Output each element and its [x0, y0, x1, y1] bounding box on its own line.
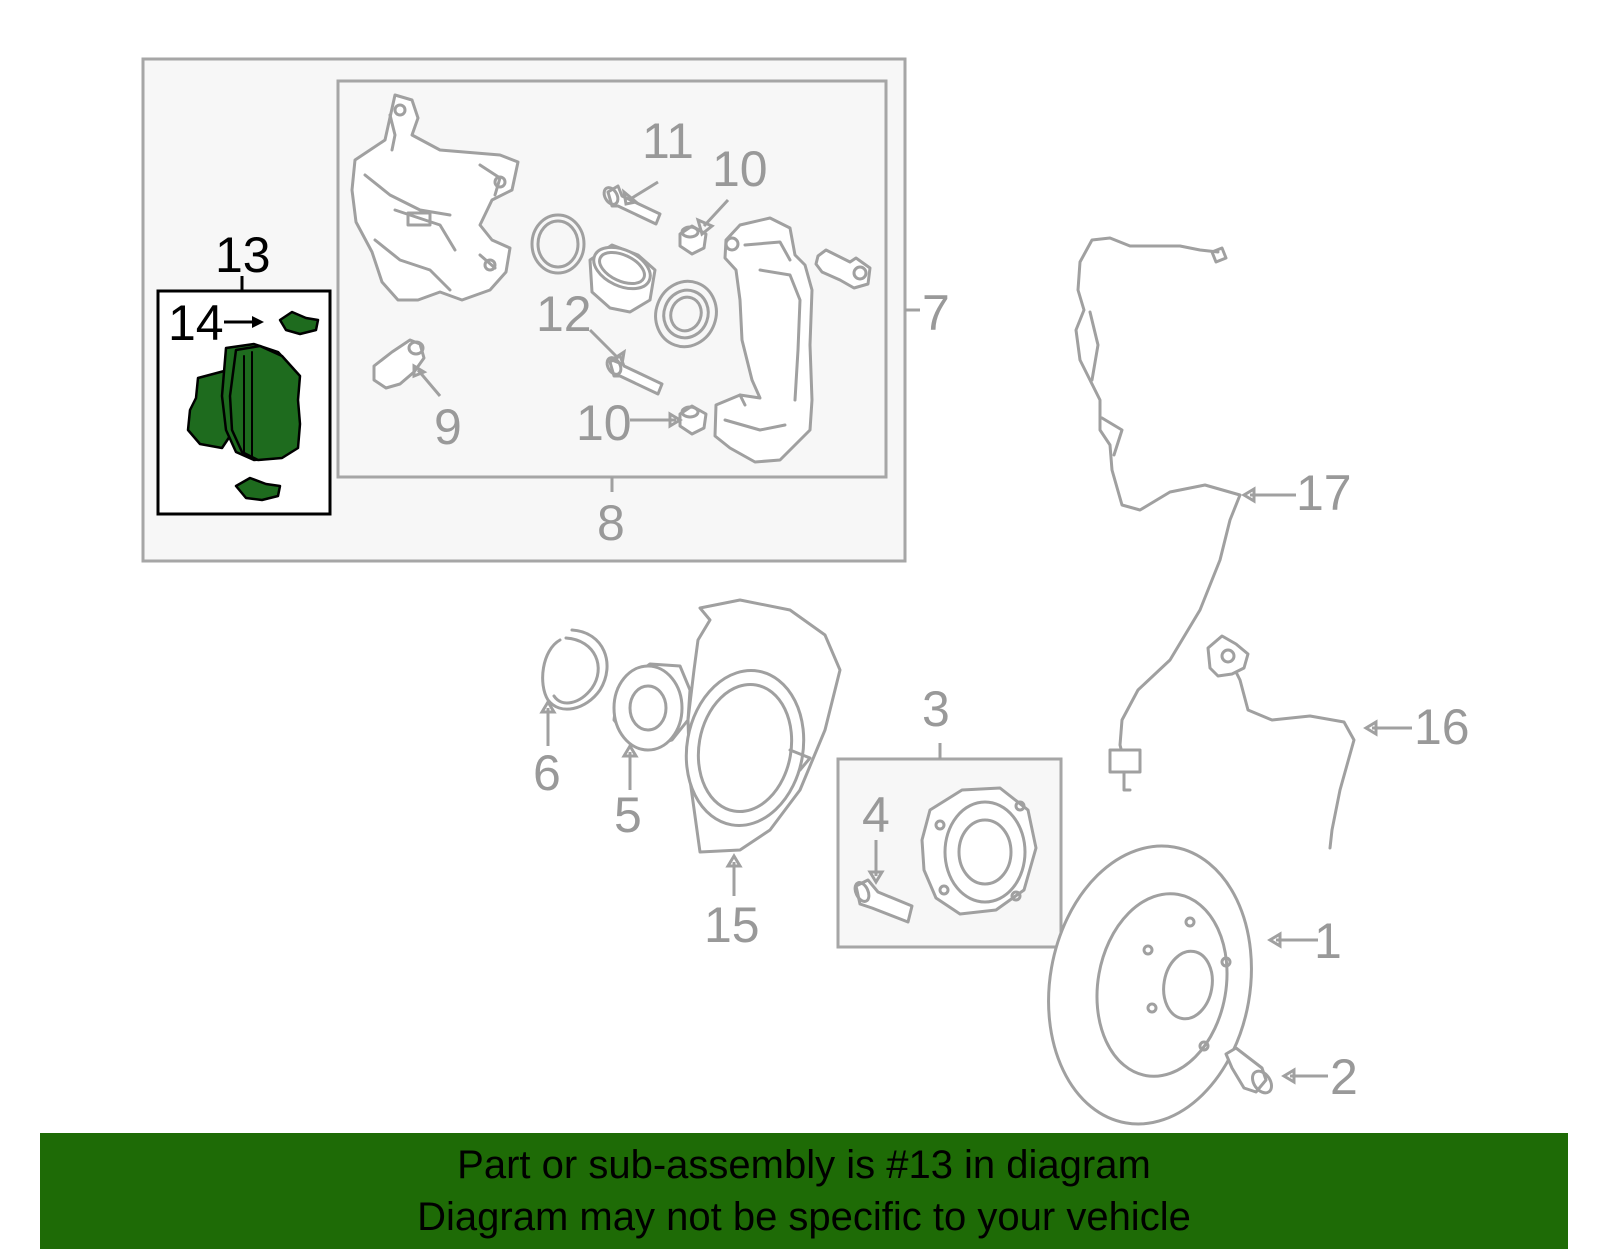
callout-9: 9 [434, 399, 462, 455]
abs-sensor-17[interactable] [1074, 236, 1242, 792]
brake-rotor[interactable] [1027, 830, 1273, 1140]
guide-pin-11[interactable] [601, 184, 662, 226]
callout-15: 15 [704, 897, 760, 953]
callout-1: 1 [1314, 913, 1342, 969]
callout-7: 7 [922, 285, 950, 341]
callout-14: 14 [168, 295, 224, 351]
info-banner: Part or sub-assembly is #13 in diagram D… [40, 1133, 1568, 1249]
caliper-bolt[interactable] [814, 248, 872, 290]
callout-10-upper: 10 [712, 141, 768, 197]
wheel-bearing[interactable] [612, 662, 692, 752]
bushing-lower[interactable] [678, 404, 708, 436]
leader-lines [224, 180, 1412, 1085]
callout-4: 4 [862, 787, 890, 843]
bleeder-cap[interactable] [372, 338, 426, 390]
hub-bolt[interactable] [852, 878, 914, 924]
caliper-bracket[interactable] [350, 93, 520, 302]
dust-shield[interactable] [674, 598, 842, 854]
callout-16: 16 [1414, 699, 1470, 755]
callout-13: 13 [215, 227, 271, 283]
banner-line-1: Part or sub-assembly is #13 in diagram [457, 1143, 1151, 1187]
banner-line-2: Diagram may not be specific to your vehi… [417, 1195, 1191, 1239]
callout-12: 12 [536, 286, 592, 342]
piston-boot[interactable] [647, 273, 726, 356]
caliper-housing[interactable] [713, 216, 814, 464]
brake-hose-16[interactable] [1206, 634, 1356, 850]
callout-3: 3 [922, 681, 950, 737]
callout-10-lower: 10 [576, 395, 632, 451]
brake-pad-set[interactable] [186, 310, 320, 502]
rotor-screw[interactable] [1224, 1046, 1275, 1096]
wheel-hub[interactable] [920, 786, 1038, 916]
callout-6: 6 [533, 745, 561, 801]
callout-11: 11 [642, 113, 694, 169]
callout-2: 2 [1330, 1049, 1358, 1105]
snap-ring[interactable] [541, 628, 609, 711]
piston-seal[interactable] [530, 213, 586, 275]
callout-8: 8 [597, 495, 625, 551]
callout-5: 5 [614, 787, 642, 843]
bushing-upper[interactable] [678, 224, 708, 256]
piston[interactable] [587, 239, 657, 314]
callout-17: 17 [1296, 465, 1352, 521]
